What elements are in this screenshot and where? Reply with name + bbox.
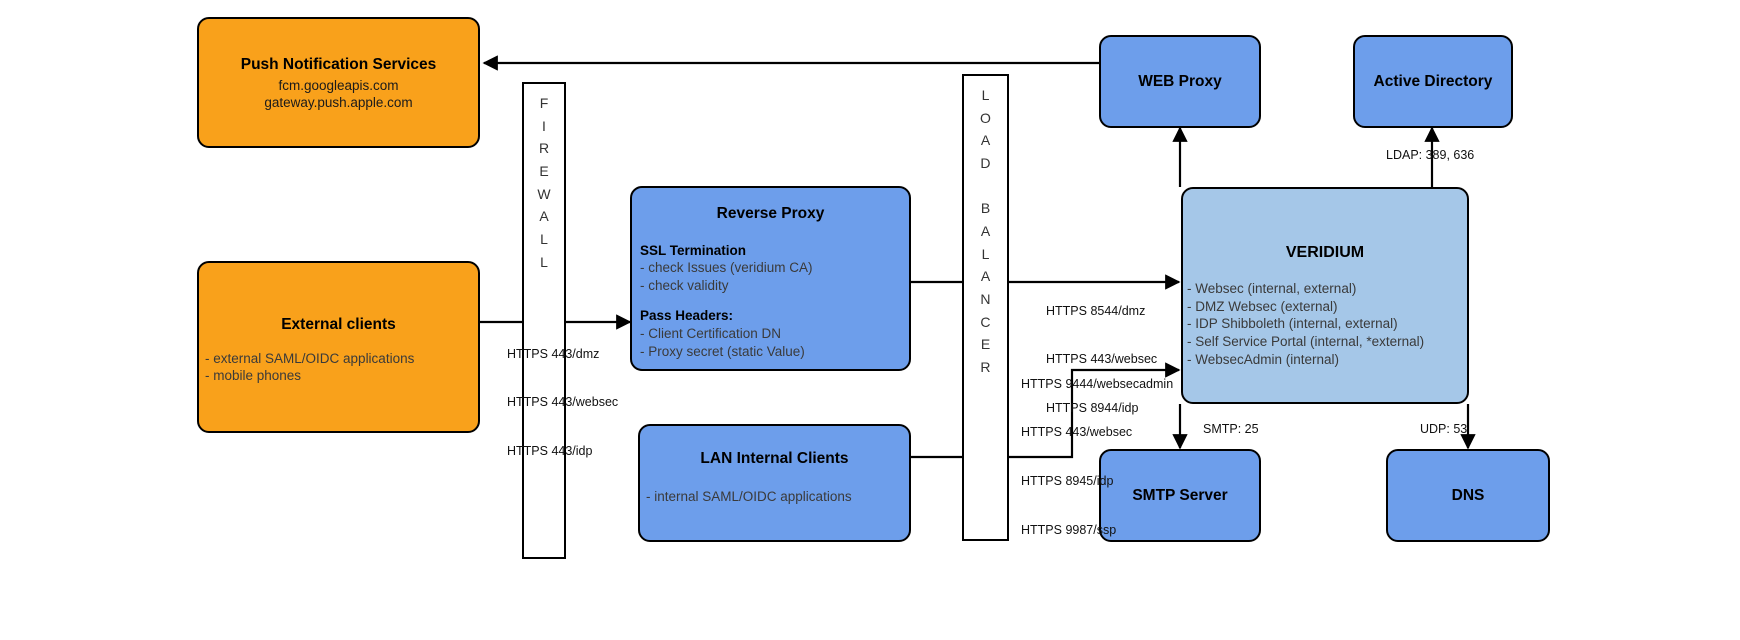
label-veridium-port-7: HTTPS 9987/ssp [1021,522,1117,537]
label-external-port-1: HTTPS 443/dmz [507,346,600,361]
label-veridium-to-smtp: SMTP: 25 [1203,422,1259,436]
label-lb-to-veridium-top: HTTPS 8544/dmz HTTPS 443/websec HTTPS 89… [1046,270,1157,449]
lan-internal-clients-bullet-1: - internal SAML/OIDC applications [646,488,852,504]
label-external-port-3: HTTPS 443/idp [507,444,593,458]
external-clients-bullet-2: - mobile phones [205,368,302,384]
lb-letter-n: N [980,291,991,308]
lan-internal-clients-title: LAN Internal Clients [700,450,849,467]
label-veridium-port-5: HTTPS 443/websec [1021,425,1133,440]
firewall-letter-w: W [537,185,551,202]
lb-letter-a3: A [980,268,991,285]
veridium-bullet-5: - WebsecAdmin (internal) [1187,351,1340,367]
node-push-notification-services[interactable]: Push Notification Services fcm.googleapi… [197,17,480,148]
node-active-directory[interactable]: Active Directory [1353,35,1513,128]
veridium-bullet-4: - Self Service Portal (internal, *extern… [1187,334,1425,350]
web-proxy-title: WEB Proxy [1138,72,1222,90]
reverse-proxy-heading-ssl: SSL Termination [640,242,747,258]
label-veridium-port-6: HTTPS 8945/idp [1021,474,1114,488]
lb-letter-b: B [980,200,991,217]
veridium-bullet-3: - IDP Shibboleth (internal, external) [1187,316,1398,332]
external-clients-bullet-1: - external SAML/OIDC applications [205,350,415,366]
label-veridium-port-2: HTTPS 443/websec [1046,352,1158,367]
node-dns[interactable]: DNS [1386,449,1550,542]
push-notification-host-2: gateway.push.apple.com [264,95,413,111]
node-veridium[interactable]: VERIDIUM - Websec (internal, external) -… [1181,187,1469,404]
lb-letter-r: R [980,359,991,376]
label-lb-to-veridium-bottom: HTTPS 9444/websecadmin HTTPS 443/websec … [1021,343,1173,571]
node-smtp-server[interactable]: SMTP Server [1099,449,1261,542]
smtp-server-title: SMTP Server [1132,486,1228,504]
veridium-title: VERIDIUM [1285,244,1365,261]
node-web-proxy[interactable]: WEB Proxy [1099,35,1261,128]
firewall-letter-f: F [539,95,549,111]
lb-letter-a2: A [980,223,991,240]
firewall-letter-l1: L [540,231,548,248]
label-veridium-port-3: HTTPS 8944/idp [1046,401,1139,415]
node-reverse-proxy[interactable]: Reverse Proxy SSL Termination - check Is… [630,186,911,371]
veridium-bullets: - Websec (internal, external) - DMZ Webs… [1183,280,1467,368]
label-external-to-firewall: HTTPS 443/dmz HTTPS 443/websec HTTPS 443… [507,313,618,492]
push-notification-title: Push Notification Services [240,56,437,73]
reverse-proxy-ssl-bullet-1: - check Issues (veridium CA) [640,260,813,276]
lan-internal-clients-bullets: - internal SAML/OIDC applications [640,488,909,506]
push-notification-host-1: fcm.googleapis.com [278,77,399,93]
firewall-letter-r: R [538,140,550,157]
reverse-proxy-heading-headers: Pass Headers: [640,308,734,324]
lb-letter-e: E [980,336,991,353]
lb-letter-a1: A [980,132,991,149]
firewall-letter-i: I [542,117,546,134]
dns-title: DNS [1451,486,1485,504]
external-clients-bullets: - external SAML/OIDC applications - mobi… [199,350,478,385]
lb-letter-d: D [980,155,991,172]
active-directory-title: Active Directory [1373,72,1493,90]
veridium-bullet-1: - Websec (internal, external) [1187,281,1357,297]
reverse-proxy-title: Reverse Proxy [716,205,825,222]
label-veridium-to-dns: UDP: 53 [1420,422,1468,436]
lb-letter-l: L [981,87,990,103]
reverse-proxy-header-bullet-1: - Client Certification DN [640,326,782,341]
firewall-letter-l2: L [540,253,548,270]
external-clients-title: External clients [281,316,396,333]
reverse-proxy-body: SSL Termination - check Issues (veridium… [632,242,909,360]
reverse-proxy-ssl-bullet-2: - check validity [640,277,729,293]
label-veridium-port-1: HTTPS 8544/dmz [1046,303,1146,318]
label-veridium-to-active-directory: LDAP: 389, 636 [1386,148,1475,162]
lb-letter-c: C [980,313,991,330]
label-veridium-port-4: HTTPS 9444/websecadmin [1021,376,1174,391]
node-external-clients[interactable]: External clients - external SAML/OIDC ap… [197,261,480,433]
veridium-bullet-2: - DMZ Websec (external) [1187,298,1338,314]
firewall-letter-e: E [539,163,549,180]
label-external-port-2: HTTPS 443/websec [507,395,619,410]
lb-letter-l2: L [981,245,990,262]
reverse-proxy-header-bullet-2: - Proxy secret (static Value) [640,343,805,359]
firewall-letter-a: A [539,208,549,225]
lb-letter-o: O [980,109,991,126]
node-lan-internal-clients[interactable]: LAN Internal Clients - internal SAML/OID… [638,424,911,542]
